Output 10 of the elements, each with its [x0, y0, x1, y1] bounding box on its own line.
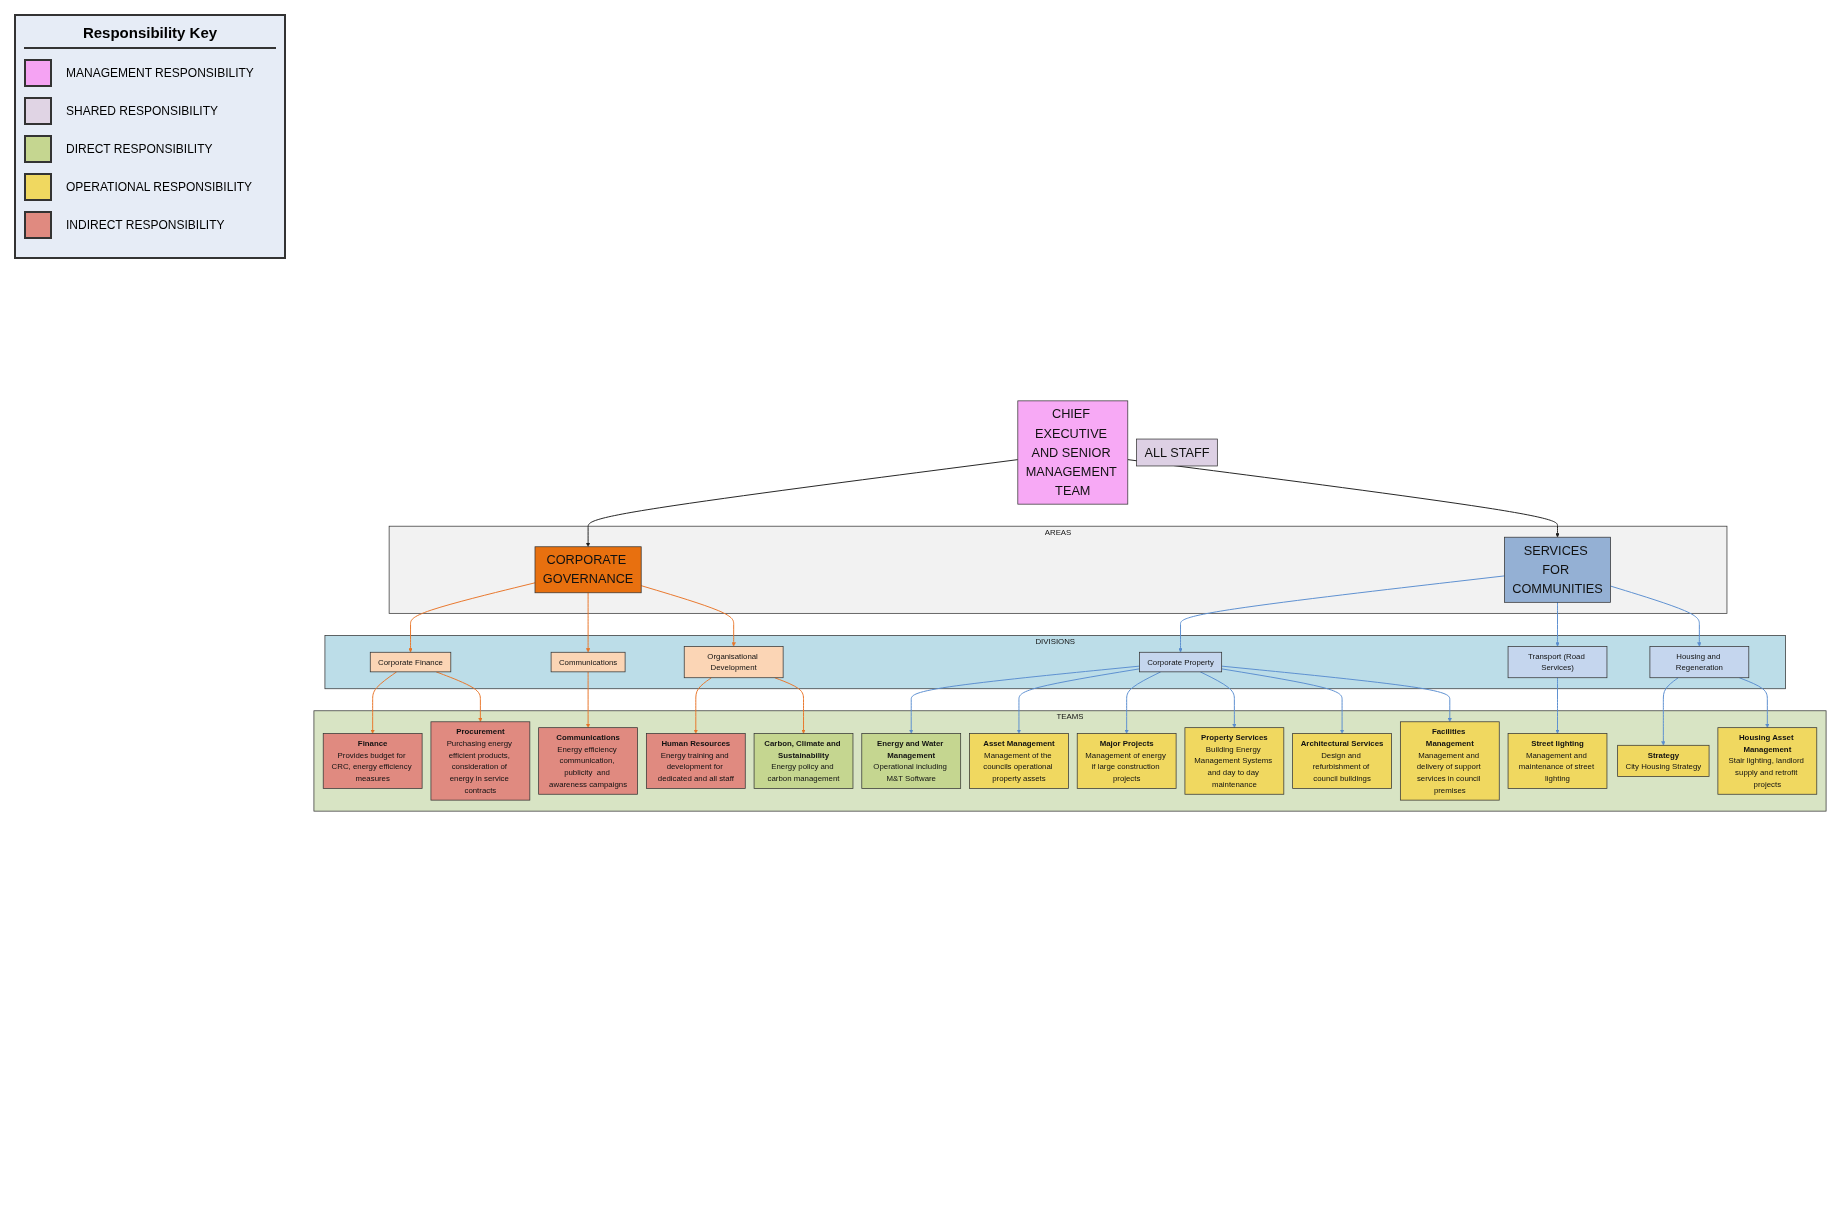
node-box: ALL STAFF	[1135, 438, 1218, 466]
legend-label: OPERATIONAL RESPONSIBILITY	[66, 180, 253, 194]
node-box: SERVICES FOR COMMUNITIES	[1503, 536, 1611, 603]
legend-label: SHARED RESPONSIBILITY	[66, 104, 219, 118]
node-box: CORPORATE GOVERNANCE	[534, 545, 642, 593]
legend-label: DIRECT RESPONSIBILITY	[66, 142, 213, 156]
node-box: CHIEF EXECUTIVE AND SENIOR MANAGEMENT TEAM	[1016, 400, 1128, 505]
legend-title: Responsibility Key	[24, 24, 276, 49]
legend-label: MANAGEMENT RESPONSIBILITY	[66, 66, 254, 80]
legend-label: INDIRECT RESPONSIBILITY	[66, 218, 225, 232]
